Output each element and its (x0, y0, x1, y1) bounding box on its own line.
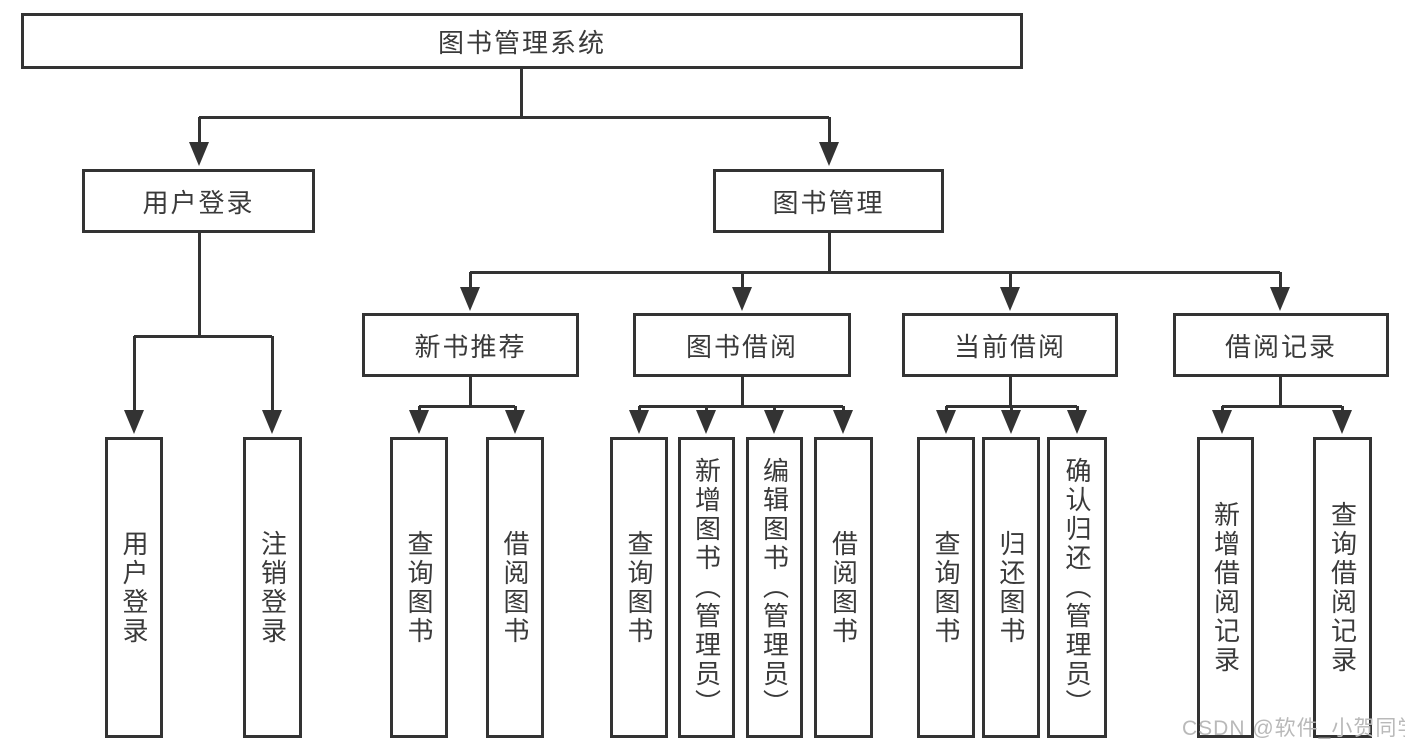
arrow-down-icon (1067, 410, 1087, 434)
node-label: 借阅记录 (1224, 331, 1337, 362)
arrow-down-icon (124, 410, 144, 434)
connector-line (1008, 272, 1012, 293)
arrow-down-icon (505, 410, 525, 434)
node-label: 归还图书 (996, 529, 1026, 646)
node-label: 新书推荐 (414, 331, 527, 362)
arrow-down-icon (819, 142, 839, 166)
node-bb-add-book: 新增图书（管理员） (678, 437, 735, 738)
connector-line (270, 336, 274, 416)
node-cb-return-book: 归还图书 (982, 437, 1040, 738)
arrow-down-icon (764, 410, 784, 434)
connector-line (740, 272, 744, 293)
node-current-borrow: 当前借阅 (902, 313, 1118, 377)
connector-line (132, 336, 136, 416)
node-book-mgmt: 图书管理 (713, 169, 944, 233)
node-borrow-records: 借阅记录 (1173, 313, 1389, 377)
node-user-login-group: 用户登录 (82, 169, 315, 233)
arrow-down-icon (1332, 410, 1352, 434)
connector-line (419, 404, 515, 408)
node-label: 借阅图书 (828, 529, 859, 646)
node-bb-borrow-book: 借阅图书 (814, 437, 873, 738)
node-new-book-recommend: 新书推荐 (362, 313, 579, 377)
connector-line (827, 117, 831, 148)
connector-line (1008, 377, 1012, 407)
node-rc-add-record: 新增借阅记录 (1197, 437, 1254, 738)
node-label: 新增借阅记录 (1210, 500, 1241, 675)
connector-line (1278, 377, 1282, 407)
connector-line (199, 115, 829, 119)
node-label: 查询图书 (931, 529, 961, 646)
connector-line (197, 117, 201, 148)
connector-line (827, 233, 831, 273)
node-label: 确认归还（管理员） (1062, 457, 1092, 718)
node-label: 查询图书 (404, 529, 434, 646)
node-logout-login: 注销登录 (243, 437, 302, 738)
connector-line (740, 377, 744, 407)
watermark: CSDN @软件_小贺同学 (1182, 717, 1405, 740)
connector-line (1278, 272, 1282, 293)
node-rc-query-record: 查询借阅记录 (1313, 437, 1372, 738)
node-label: 新增图书（管理员） (691, 457, 722, 718)
arrow-down-icon (1001, 410, 1021, 434)
arrow-down-icon (460, 287, 480, 311)
node-label: 图书借阅 (685, 331, 798, 362)
node-bb-query-book: 查询图书 (610, 437, 668, 738)
arrow-down-icon (833, 410, 853, 434)
connector-line (1222, 404, 1342, 408)
arrow-down-icon (262, 410, 282, 434)
node-label: 编辑图书（管理员） (759, 457, 790, 718)
node-label: 查询图书 (624, 529, 654, 646)
connector-line (197, 233, 201, 337)
arrow-down-icon (732, 287, 752, 311)
arrow-down-icon (696, 410, 716, 434)
node-bb-edit-book: 编辑图书（管理员） (746, 437, 803, 738)
arrow-down-icon (1270, 287, 1290, 311)
connector-line (519, 69, 523, 117)
arrow-down-icon (1212, 410, 1232, 434)
arrow-down-icon (936, 410, 956, 434)
node-label: 当前借阅 (953, 331, 1066, 362)
node-cb-confirm-return: 确认归还（管理员） (1047, 437, 1107, 738)
node-label: 注销登录 (257, 529, 288, 646)
connector-line (639, 404, 843, 408)
node-root: 图书管理系统 (21, 13, 1023, 69)
node-label: 查询借阅记录 (1327, 500, 1358, 675)
arrow-down-icon (1000, 287, 1020, 311)
node-label: 借阅图书 (500, 529, 530, 646)
connector-line (468, 377, 472, 407)
node-nb-query-book: 查询图书 (390, 437, 448, 738)
connector-line (134, 334, 272, 338)
arrow-down-icon (189, 142, 209, 166)
node-label: 图书管理 (772, 187, 885, 218)
connector-line (470, 270, 1280, 274)
node-label: 用户登录 (119, 529, 149, 646)
node-label: 用户登录 (142, 187, 255, 218)
node-user-login: 用户登录 (105, 437, 163, 738)
connector-line (468, 272, 472, 293)
node-book-borrow: 图书借阅 (633, 313, 851, 377)
arrow-down-icon (629, 410, 649, 434)
node-cb-query-book: 查询图书 (917, 437, 975, 738)
arrow-down-icon (409, 410, 429, 434)
node-nb-borrow-book: 借阅图书 (486, 437, 544, 738)
node-label: 图书管理系统 (437, 27, 606, 58)
